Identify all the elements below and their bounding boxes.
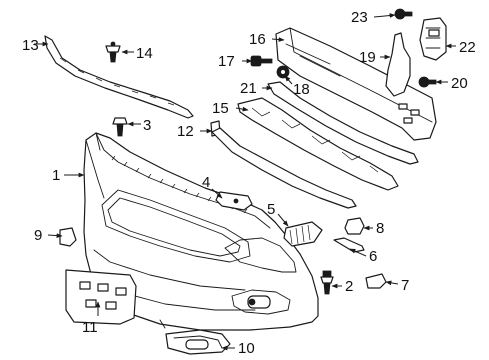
callout-6: 6 — [369, 248, 377, 265]
bracket-5 — [283, 221, 323, 247]
lower-strip — [211, 127, 357, 209]
leader-lines — [34, 13, 456, 351]
callout-3: 3 — [143, 117, 151, 134]
bracket-4 — [215, 191, 253, 211]
callout-10: 10 — [238, 340, 255, 357]
plate-bracket-11 — [65, 269, 137, 325]
callout-13: 13 — [22, 37, 39, 54]
callout-21: 21 — [240, 80, 257, 97]
clip-9 — [59, 227, 77, 247]
bolt-23 — [394, 8, 413, 20]
callout-22: 22 — [459, 39, 476, 56]
bolt-17 — [250, 55, 273, 67]
callout-14: 14 — [136, 45, 153, 62]
callout-9: 9 — [34, 227, 42, 244]
reinforcement-bar-16 — [275, 27, 437, 141]
callout-11: 11 — [82, 319, 98, 336]
callout-19: 19 — [359, 49, 376, 66]
callout-4: 4 — [202, 174, 210, 191]
bracket-22 — [419, 17, 447, 61]
callout-7: 7 — [401, 277, 409, 294]
nut-18 — [276, 65, 290, 79]
callout-15: 15 — [212, 100, 229, 117]
callout-12: 12 — [177, 123, 194, 140]
callout-20: 20 — [451, 75, 468, 92]
bolt-20 — [418, 76, 437, 88]
callout-labels: 13 14 3 1 2 4 5 6 7 8 9 10 11 12 15 16 1… — [22, 9, 476, 357]
screw-3 — [112, 117, 128, 137]
bracket-7 — [365, 273, 387, 289]
callout-16: 16 — [249, 31, 266, 48]
clip-14 — [105, 41, 121, 63]
callout-8: 8 — [376, 220, 384, 237]
clip-8 — [344, 217, 365, 235]
callout-5: 5 — [267, 201, 275, 218]
bracket-19 — [385, 32, 411, 97]
trim-strip-6 — [333, 237, 365, 253]
callout-18: 18 — [293, 81, 310, 98]
bumper-fascia — [83, 132, 319, 331]
callout-2: 2 — [345, 278, 353, 295]
retainer-strip-21 — [267, 81, 419, 165]
callout-23: 23 — [351, 9, 368, 26]
callout-1: 1 — [52, 167, 60, 184]
energy-absorber-15 — [237, 97, 399, 191]
upper-retainer-strip — [44, 35, 194, 119]
screw-2 — [320, 270, 334, 295]
fog-bezel-10 — [165, 329, 231, 355]
callout-17: 17 — [218, 53, 235, 70]
